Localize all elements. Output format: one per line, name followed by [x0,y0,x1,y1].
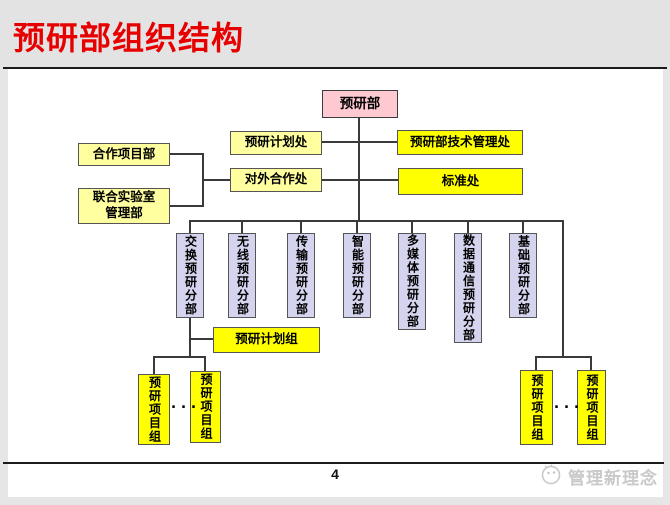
box-joint-lab-dept: 联合实验室 管理部 [78,188,170,224]
box-division-exchange: 交换预研分部 [176,233,204,318]
box-standards-office: 标准处 [398,168,523,195]
connector-bottom-left [153,356,206,358]
bottom-divider [3,462,664,464]
connector-planning-group [189,338,214,340]
chat-face-icon [539,461,565,492]
top-divider [3,67,667,69]
title-band [0,0,670,67]
box-planning-group: 预研计划组 [213,327,320,353]
connector-stub-1 [189,220,191,233]
connector-coop-dept [170,153,203,155]
connector-stub-7 [522,220,524,233]
box-project-group-1: 预研项目组 [138,374,170,445]
watermark-text: 管理新理念 [568,469,658,488]
connector-root-drop [358,118,360,222]
page-number: 4 [331,466,339,482]
box-division-multimedia: 多媒体预研分部 [398,233,426,330]
connector-stub-6 [467,220,469,233]
box-division-wireless: 无线预研分部 [228,233,256,318]
connector-stub-5 [411,220,413,233]
connector-stub-4 [356,220,358,233]
connector-row2 [322,179,398,181]
box-project-group-4: 预研项目组 [577,370,606,445]
box-root-dept: 预研部 [322,90,398,118]
box-project-group-2: 预研项目组 [190,371,221,443]
connector-stub-3 [300,220,302,233]
watermark-logo: 管理新理念 [539,461,658,492]
box-project-group-3: 预研项目组 [520,370,553,445]
page-title: 预研部组织结构 [13,20,245,56]
box-division-intelligent: 智能预研分部 [343,233,371,318]
slide-canvas [8,69,663,462]
connector-row1 [322,141,397,143]
connector-distribution [189,220,564,222]
connector-bl-stub-1 [153,356,155,374]
box-planning-office: 预研计划处 [230,131,322,155]
connector-bl-stub-2 [204,356,206,371]
connector-left-branch [203,179,230,181]
ellipsis-left: ··· [169,398,200,416]
connector-joint-lab [170,205,203,207]
box-division-datacomm: 数据通信预研分部 [454,233,482,343]
connector-br-stub-2 [590,356,592,370]
ellipsis-right: ··· [552,398,583,416]
box-division-basic: 基础预研分部 [509,233,537,318]
connector-br-stub-1 [535,356,537,370]
box-coop-project-dept: 合作项目部 [78,143,170,166]
connector-stub-2 [241,220,243,233]
connector-right-drop [562,220,564,358]
box-division-transmission: 传输预研分部 [287,233,315,318]
connector-bottom-right [535,356,592,358]
box-tech-mgmt-office: 预研部技术管理处 [397,130,523,155]
footer-bar [8,464,663,497]
box-external-coop-office: 对外合作处 [230,168,322,192]
